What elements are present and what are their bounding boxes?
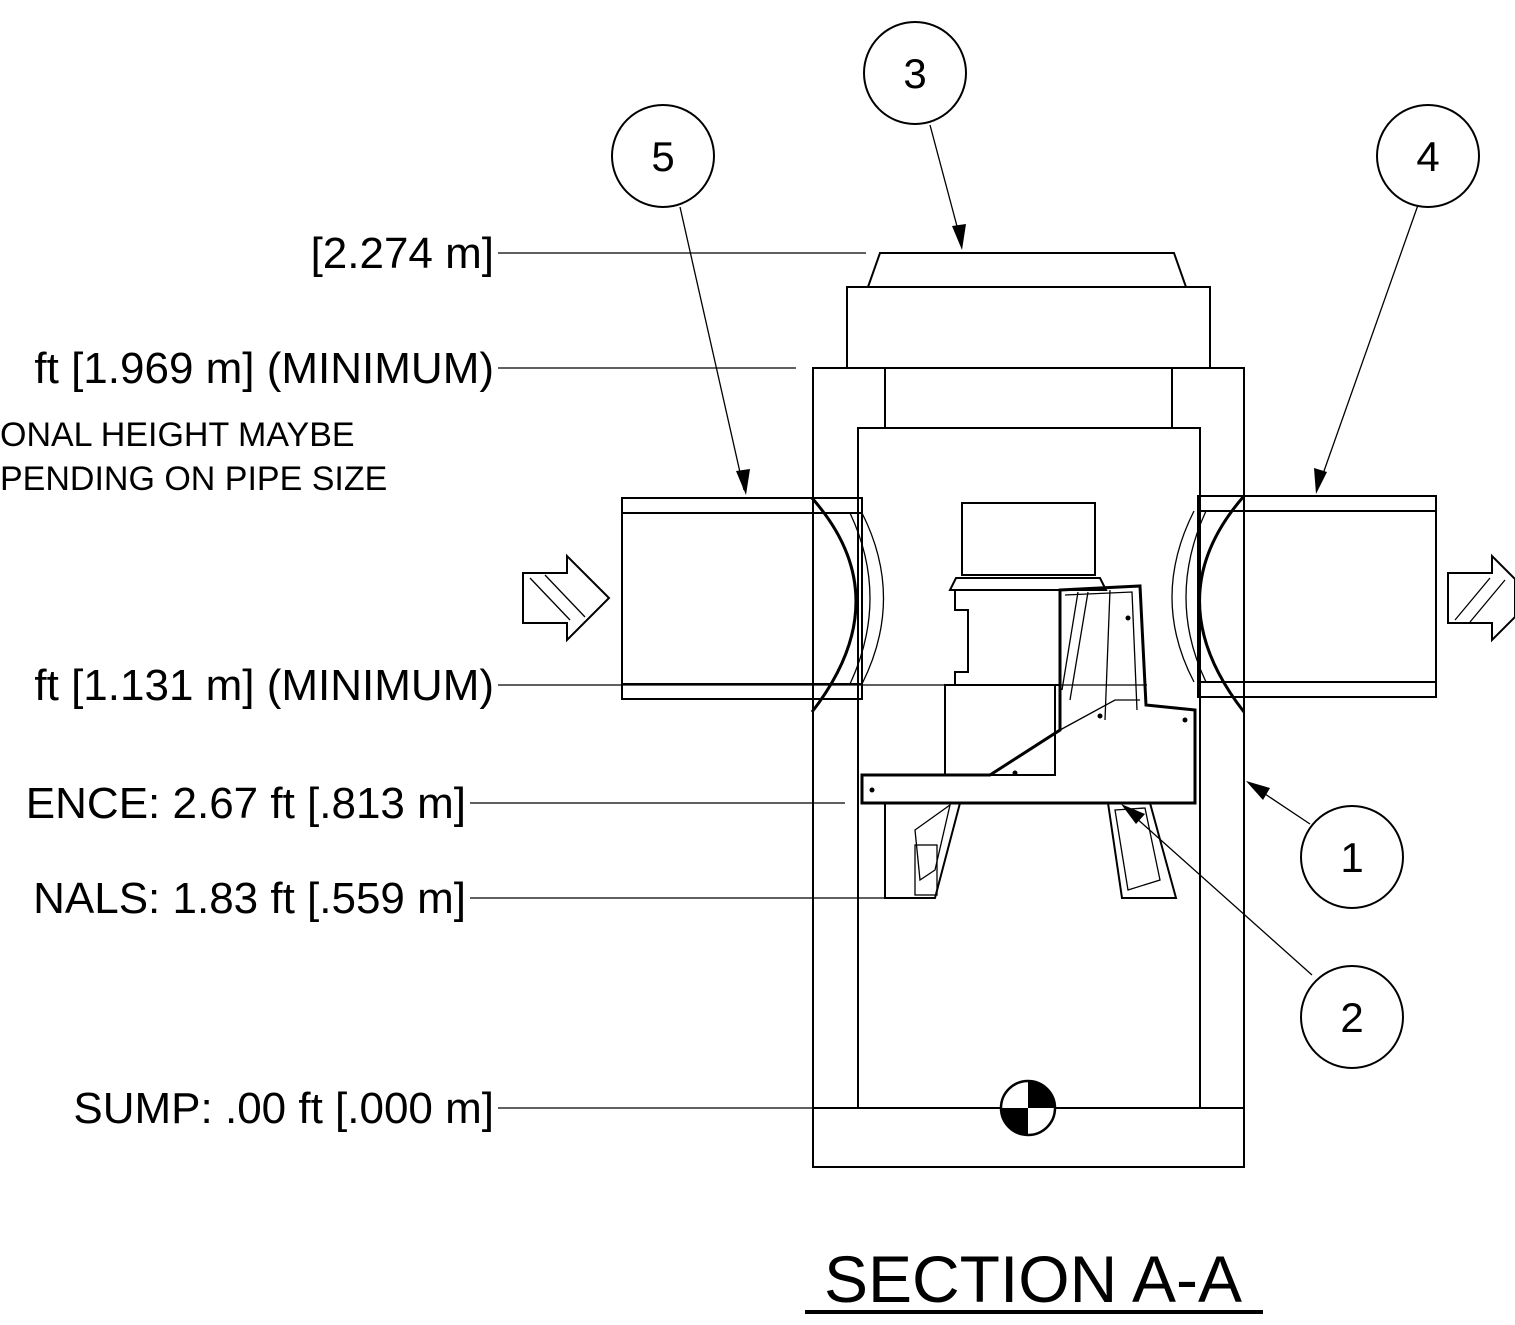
- callout-bubble-2: 2: [1300, 965, 1404, 1069]
- callout-bubble-4: 4: [1376, 104, 1480, 208]
- svg-text:1: 1: [1340, 834, 1363, 881]
- callout-bubble-5: 5: [611, 104, 715, 208]
- manhole-wall-left: [812, 367, 886, 1109]
- frame: [846, 286, 1211, 369]
- elevation-label-top-pipe: ft [1.969 m] (MINIMUM): [34, 344, 494, 393]
- svg-text:5: 5: [651, 133, 674, 180]
- callout-bubble-3: 3: [863, 21, 967, 125]
- datum-symbol-icon: [999, 1079, 1057, 1137]
- riser-ring: [884, 367, 1173, 429]
- inlet-pipe: [621, 497, 885, 713]
- elevation-label-fence: ENCE: 2.67 ft [.813 m]: [26, 779, 466, 828]
- note-line-2: PENDING ON PIPE SIZE: [0, 460, 387, 498]
- section-title: SECTION A-A: [824, 1242, 1242, 1316]
- svg-text:2: 2: [1340, 994, 1363, 1041]
- inner-chamber: [857, 427, 1201, 1109]
- elevation-label-invert: ft [1.131 m] (MINIMUM): [34, 661, 494, 710]
- manhole-wall-right: [1171, 367, 1245, 1109]
- elevation-label-sump: SUMP: .00 ft [.000 m]: [73, 1084, 494, 1133]
- separator-insert: [860, 502, 1197, 899]
- outflow-arrow-icon: [1447, 553, 1515, 643]
- svg-text:3: 3: [903, 50, 926, 97]
- note-line-1: ONAL HEIGHT MAYBE: [0, 416, 355, 454]
- svg-text:4: 4: [1416, 133, 1439, 180]
- manhole-cover: [866, 252, 1188, 288]
- outlet-pipe: [1171, 495, 1437, 713]
- elevation-label-nals: NALS: 1.83 ft [.559 m]: [33, 874, 466, 923]
- elevation-label-rim: [2.274 m]: [311, 229, 494, 278]
- callout-leaders: [679, 124, 1419, 976]
- callout-bubble-1: 1: [1300, 805, 1404, 909]
- inflow-arrow-icon: [522, 553, 611, 643]
